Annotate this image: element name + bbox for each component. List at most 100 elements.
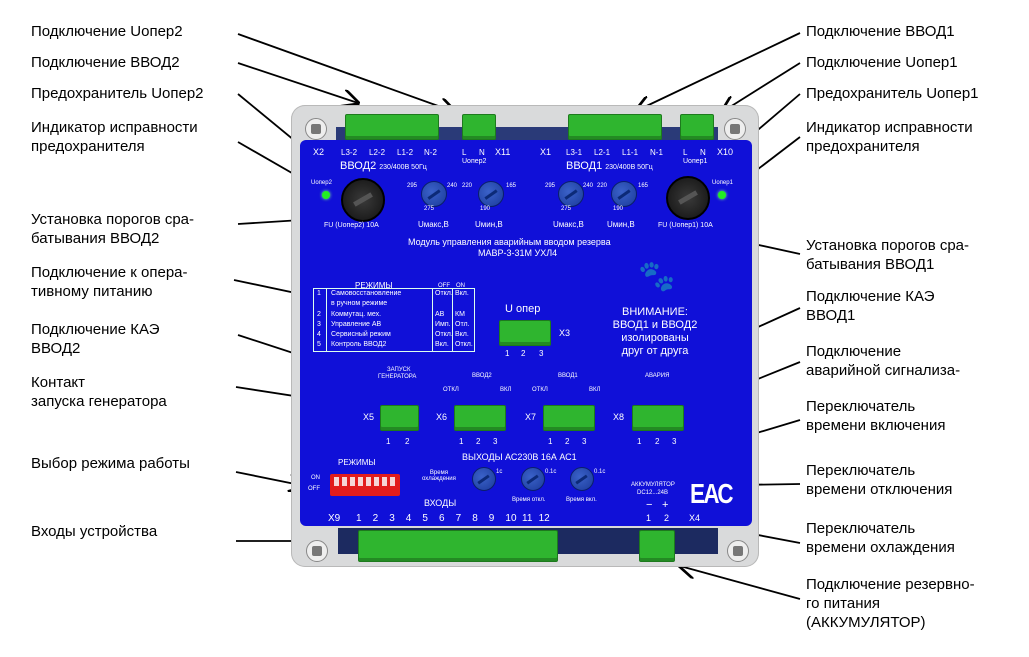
dip-switch-5[interactable]	[366, 477, 371, 486]
fuse-holder-uoper2[interactable]	[341, 178, 385, 222]
x2-label: X2	[313, 147, 325, 157]
x7-title: ВВОД1	[558, 373, 578, 379]
uoper2-connector-x11[interactable]	[462, 114, 496, 140]
scale-label: 220	[462, 183, 473, 189]
input-number-12: 12	[538, 513, 550, 524]
inputs-title: ВХОДЫ	[424, 498, 457, 508]
dip-switch-7[interactable]	[382, 477, 387, 486]
scale-label: 190	[613, 206, 624, 212]
pin-label: N-2	[424, 148, 437, 157]
kae-vvod1-connector-x7[interactable]	[543, 405, 595, 431]
pin-label: 3	[493, 437, 498, 446]
pin-label: N	[700, 148, 706, 157]
dip-switch-6[interactable]	[374, 477, 379, 486]
x10-label: X10	[717, 147, 734, 157]
label-fuse-uoper2: Предохранитель Uопер2	[31, 85, 204, 102]
pin-label: 1	[637, 437, 642, 446]
alarm-connector-x8[interactable]	[632, 405, 684, 431]
leader-vvod1	[636, 32, 801, 111]
scale-label: 0.1c	[594, 469, 606, 475]
dip-title: РЕЖИМЫ	[338, 458, 376, 467]
battery-label: АККУМУЛЯТОР	[631, 482, 675, 488]
modes-col-on: ON	[456, 283, 465, 289]
pin-label: 1	[646, 513, 652, 523]
umin-knob-vvod2[interactable]	[478, 181, 504, 207]
dip-on-label: ON	[311, 475, 320, 481]
dip-switch-8[interactable]	[390, 477, 395, 486]
pin-label: L3-1	[566, 148, 583, 157]
x6-label: X6	[436, 412, 448, 422]
leader-vvod2	[237, 62, 358, 103]
fuse-holder-uoper1[interactable]	[666, 176, 710, 220]
pin-label: L2-1	[594, 148, 611, 157]
cooling-time-knob[interactable]	[472, 467, 496, 491]
pin-label: 2	[405, 437, 410, 446]
oper-power-connector-x3[interactable]	[499, 320, 551, 346]
scale-label: 0.1c	[545, 469, 557, 475]
umax-knob-vvod2[interactable]	[421, 181, 447, 207]
battery-connector-x4[interactable]	[639, 530, 675, 562]
label-threshold-vvod2: Установка порогов сра-батывания ВВОД2	[31, 211, 195, 247]
generator-connector-x5[interactable]	[380, 405, 419, 431]
vvod2-connector-x2[interactable]	[345, 114, 439, 140]
pin-label: L	[462, 148, 467, 157]
screw-icon	[305, 118, 327, 140]
scale-label: 295	[407, 183, 418, 189]
x6-off: ОТКЛ	[443, 387, 459, 393]
input-number-6: 6	[439, 513, 445, 524]
mode-dip-switch[interactable]	[330, 474, 400, 496]
fuse2-label: FU (Uопер2) 10A	[324, 222, 379, 229]
dip-switch-1[interactable]	[334, 477, 339, 486]
outputs-title: ВЫХОДЫ АС230В 16А АС1	[462, 452, 577, 462]
x5-label: X5	[363, 412, 375, 422]
dip-switch-2[interactable]	[342, 477, 347, 486]
pin-label: L1-2	[397, 148, 414, 157]
x5-title2: ГЕНЕРАТОРА	[378, 374, 417, 380]
x4-label: X4	[689, 513, 701, 523]
scale-label: 165	[638, 183, 649, 189]
uoper1-connector-x10[interactable]	[680, 114, 714, 140]
pin-label: 3	[672, 437, 677, 446]
pin-label: 2	[664, 513, 670, 523]
input-number-4: 4	[405, 513, 412, 524]
x11-label: X11	[495, 147, 511, 157]
on-time-knob[interactable]	[570, 467, 594, 491]
umax-knob-vvod1[interactable]	[558, 181, 584, 207]
dip-switch-3[interactable]	[350, 477, 355, 486]
off-time-knob[interactable]	[521, 467, 545, 491]
kae-vvod2-connector-x6[interactable]	[454, 405, 506, 431]
umin-label-vvod2: Uмин,В	[475, 220, 503, 229]
scale-label: 165	[506, 183, 517, 189]
module-model: МАВР-3-31М УХЛ4	[478, 248, 558, 258]
label-oper-power: Подключение к опера-тивному питанию	[31, 264, 188, 300]
input-number-2: 2	[372, 513, 379, 524]
x9-label: X9	[328, 513, 341, 524]
uoper-label: U опер	[505, 303, 541, 315]
pin-label: L3-2	[341, 148, 358, 157]
dip-switch-4[interactable]	[358, 477, 363, 486]
pin-label: 1	[386, 437, 391, 446]
label-device-inputs: Входы устройства	[31, 523, 158, 540]
scale-label: 240	[447, 183, 458, 189]
vvod1-connector-x1[interactable]	[568, 114, 662, 140]
modes-table-title: РЕЖИМЫ	[355, 281, 393, 290]
pin-label: 2	[565, 437, 570, 446]
eac-mark: ЕАС	[690, 478, 734, 509]
x3-label: X3	[559, 328, 571, 338]
scale-label: 275	[424, 206, 435, 212]
x7-label: X7	[525, 412, 537, 422]
inputs-connector-x9[interactable]	[358, 530, 558, 562]
dip-off-label: OFF	[308, 486, 320, 492]
fuse1-label: FU (Uопер1) 10A	[658, 222, 713, 229]
uoper2-label: Uопер2	[462, 158, 487, 165]
label-backup-power: Подключение резервно-го питания(АККУМУЛЯ…	[806, 576, 975, 631]
umin-knob-vvod1[interactable]	[611, 181, 637, 207]
